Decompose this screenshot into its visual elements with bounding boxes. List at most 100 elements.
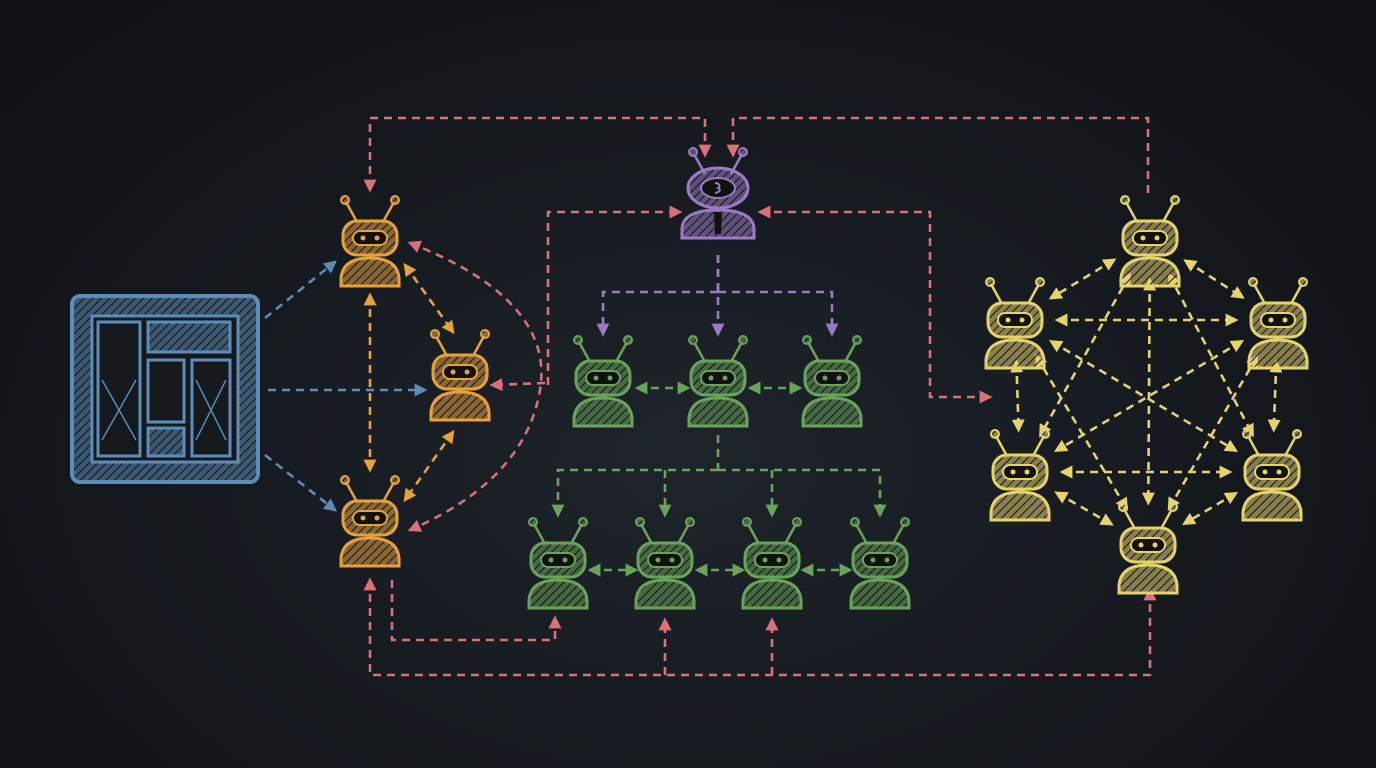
body xyxy=(984,338,1046,370)
antenna xyxy=(1252,283,1267,305)
visor xyxy=(540,552,576,568)
eye xyxy=(374,235,380,241)
feedback-arrow xyxy=(757,205,993,404)
antenna xyxy=(891,523,906,545)
yellow_agents-arrow xyxy=(1183,259,1245,299)
eye xyxy=(655,557,661,563)
antenna-tip xyxy=(390,195,400,205)
antenna xyxy=(344,481,359,503)
yellow_agents-arrow xyxy=(1048,258,1117,300)
body xyxy=(634,578,696,610)
edges-layer xyxy=(264,116,1283,677)
yellow-agent-robot-icon xyxy=(1247,277,1309,370)
eye xyxy=(562,557,568,563)
yellow_agents-arrow xyxy=(1167,354,1259,511)
antenna-tip xyxy=(985,277,995,287)
feedback-arrow xyxy=(546,205,683,385)
yellow_agents-arrow xyxy=(1039,272,1131,438)
antenna xyxy=(381,481,396,503)
eye xyxy=(1268,317,1274,323)
antenna xyxy=(783,523,798,545)
environment-box xyxy=(70,294,260,484)
antenna xyxy=(806,341,821,363)
antenna-tip xyxy=(738,147,748,157)
yellow-agent-robot-icon xyxy=(989,429,1051,522)
antenna xyxy=(434,335,449,357)
antenna xyxy=(1289,283,1304,305)
layout-panel xyxy=(146,358,186,424)
body xyxy=(1119,256,1181,288)
antenna xyxy=(577,341,592,363)
visor xyxy=(352,230,388,246)
feedback-arrow xyxy=(726,116,1150,193)
green-agent-robot-icon xyxy=(687,335,749,428)
green-agent-robot-icon xyxy=(801,335,863,428)
body xyxy=(741,578,803,610)
cross-hatch xyxy=(101,379,137,441)
body xyxy=(801,396,863,428)
yellow_agents-arrow xyxy=(1048,340,1239,452)
yellow-agent-robot-icon xyxy=(984,277,1046,370)
antenna xyxy=(569,523,584,545)
antenna xyxy=(1124,201,1139,223)
antenna xyxy=(614,341,629,363)
antenna-tip xyxy=(688,335,698,345)
body xyxy=(429,390,491,422)
visor xyxy=(862,552,898,568)
green-agent-robot-icon xyxy=(634,517,696,610)
visor xyxy=(585,370,621,386)
layout-panel xyxy=(146,426,186,458)
visor xyxy=(352,510,388,526)
antenna xyxy=(729,341,744,363)
eye xyxy=(360,515,366,521)
body xyxy=(1117,563,1179,595)
antenna-tip xyxy=(480,329,490,339)
antenna xyxy=(676,523,691,545)
eye xyxy=(722,375,728,381)
eye xyxy=(762,557,768,563)
yellow_agents-arrow xyxy=(1054,491,1114,526)
body xyxy=(687,396,749,428)
visor xyxy=(1130,537,1166,553)
orange-agent-robot-icon xyxy=(339,195,401,288)
eye xyxy=(1282,317,1288,323)
antenna-tip xyxy=(340,475,350,485)
antenna xyxy=(381,201,396,223)
eye xyxy=(776,557,782,563)
eye xyxy=(822,375,828,381)
agents-layer xyxy=(339,147,1309,610)
body xyxy=(1247,338,1309,370)
body xyxy=(989,490,1051,522)
eye xyxy=(1262,469,1268,475)
antenna xyxy=(854,523,869,545)
antenna-tip xyxy=(528,517,538,527)
eye xyxy=(884,557,890,563)
antenna-tip xyxy=(688,147,698,157)
body xyxy=(1241,490,1303,522)
antenna-tip xyxy=(990,429,1000,439)
antenna-tip xyxy=(390,475,400,485)
visor xyxy=(1132,230,1168,246)
green-agent-robot-icon xyxy=(527,517,589,610)
antenna xyxy=(746,523,761,545)
eye xyxy=(360,235,366,241)
orange-agent-robot-icon xyxy=(429,329,491,422)
visor xyxy=(814,370,850,386)
environment-arrow xyxy=(264,260,338,320)
antenna-tip xyxy=(578,517,588,527)
eye xyxy=(1276,469,1282,475)
eye xyxy=(464,369,470,375)
orange-agent-robot-icon xyxy=(339,475,401,568)
eye xyxy=(836,375,842,381)
antenna-tip xyxy=(1298,277,1308,287)
antenna-tip xyxy=(623,335,633,345)
feedback-arrow xyxy=(363,116,712,193)
visor xyxy=(754,552,790,568)
layout-panel xyxy=(96,320,142,458)
antenna xyxy=(1026,283,1041,305)
orange_agents-arrow xyxy=(403,429,455,503)
antenna-tip xyxy=(685,517,695,527)
visor xyxy=(442,364,478,380)
antenna-tip xyxy=(430,329,440,339)
